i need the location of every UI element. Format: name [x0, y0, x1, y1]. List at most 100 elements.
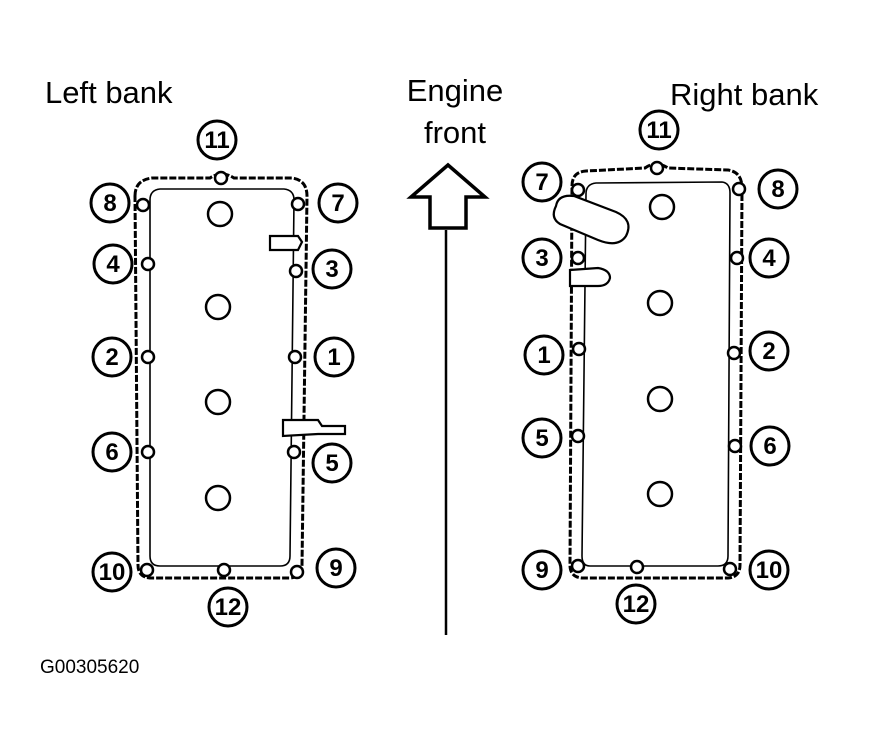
sequence-marker-1: 1 [313, 336, 355, 378]
sequence-number: 8 [103, 190, 116, 217]
sequence-number: 5 [535, 425, 548, 452]
sequence-marker-3: 3 [521, 237, 563, 279]
sequence-number: 11 [646, 117, 671, 144]
sequence-marker-circle [92, 243, 134, 285]
sequence-marker-9: 9 [315, 547, 357, 589]
plug-hole [206, 200, 234, 228]
sequence-marker-9: 9 [521, 549, 563, 591]
sequence-marker-circle [89, 182, 131, 224]
bolt-5 [570, 428, 586, 444]
bolt-1 [287, 349, 303, 365]
figure-code: G00305620 [40, 657, 139, 678]
sequence-number: 9 [535, 557, 548, 584]
sequence-marker-circle [615, 583, 657, 625]
plug-hole [646, 385, 674, 413]
right-bank-label: Right bank [670, 77, 819, 112]
sequence-number: 10 [99, 559, 126, 586]
sequence-marker-8: 8 [757, 168, 799, 210]
sequence-number: 4 [762, 245, 776, 272]
bolt-6 [727, 438, 743, 454]
sequence-number: 10 [756, 557, 783, 584]
sequence-marker-circle [311, 442, 353, 484]
sequence-marker-12: 12 [615, 583, 657, 625]
sequence-number: 11 [204, 127, 229, 154]
sequence-marker-circle [521, 237, 563, 279]
sequence-marker-11: 11 [196, 119, 238, 161]
bolt-2 [140, 349, 156, 365]
bolt-4 [140, 256, 156, 272]
bolt-11 [213, 170, 229, 186]
bolt-8 [731, 181, 747, 197]
sequence-marker-10: 10 [748, 549, 790, 591]
sequence-marker-4: 4 [748, 237, 790, 279]
sequence-number: 9 [329, 555, 342, 582]
engine-front-label-line1: Engine [407, 73, 504, 108]
sequence-marker-10: 10 [91, 551, 133, 593]
sequence-marker-circle [207, 586, 249, 628]
sequence-marker-circle [749, 425, 791, 467]
sequence-number: 12 [215, 594, 242, 621]
sequence-marker-circle [196, 119, 238, 161]
sequence-number: 7 [535, 169, 548, 196]
left-fitting-lower [281, 418, 347, 438]
sequence-marker-circle [317, 182, 359, 224]
sequence-marker-circle [521, 417, 563, 459]
bolt-4 [729, 250, 745, 266]
sequence-marker-circle [313, 336, 355, 378]
sequence-number: 1 [327, 344, 340, 371]
plug-hole [204, 388, 232, 416]
sequence-marker-3: 3 [311, 248, 353, 290]
plug-hole [204, 293, 232, 321]
bolt-12 [216, 562, 232, 578]
engine-front-label-line2: front [424, 115, 486, 150]
bolt-7 [290, 196, 306, 212]
bolt-2 [726, 345, 742, 361]
sequence-marker-circle [311, 248, 353, 290]
sequence-marker-circle [748, 330, 790, 372]
bolt-8 [135, 197, 151, 213]
right-oil-filler-cap [552, 194, 630, 245]
plug-hole [646, 480, 674, 508]
bolt-1 [571, 341, 587, 357]
sequence-marker-circle [748, 237, 790, 279]
sequence-marker-circle [91, 551, 133, 593]
sequence-number: 6 [763, 433, 776, 460]
sequence-marker-2: 2 [91, 336, 133, 378]
sequence-number: 3 [535, 245, 548, 272]
left-bank-label: Left bank [45, 75, 173, 110]
sequence-marker-11: 11 [638, 109, 680, 151]
sequence-marker-7: 7 [521, 161, 563, 203]
sequence-marker-1: 1 [523, 334, 565, 376]
bolt-3 [288, 263, 304, 279]
sequence-number: 4 [106, 251, 120, 278]
right-gasket-outline [568, 162, 744, 580]
sequence-marker-7: 7 [317, 182, 359, 224]
sequence-marker-circle [523, 334, 565, 376]
sequence-marker-circle [748, 549, 790, 591]
sequence-number: 8 [771, 176, 784, 203]
sequence-marker-circle [521, 161, 563, 203]
sequence-number: 1 [537, 342, 550, 369]
right-fitting [568, 266, 612, 288]
sequence-marker-6: 6 [749, 425, 791, 467]
sequence-marker-4: 4 [92, 243, 134, 285]
sequence-marker-2: 2 [748, 330, 790, 372]
plug-hole [646, 289, 674, 317]
sequence-number: 12 [623, 591, 650, 618]
sequence-marker-circle [638, 109, 680, 151]
left-gasket-outline [133, 172, 309, 580]
sequence-marker-circle [315, 547, 357, 589]
left-fitting-upper [268, 234, 304, 252]
sequence-number: 7 [331, 190, 344, 217]
bolt-9 [570, 558, 586, 574]
bolt-3 [570, 250, 586, 266]
sequence-number: 6 [105, 439, 118, 466]
left-gasket-inner [149, 188, 295, 567]
bolt-11 [649, 160, 665, 176]
bolt-12 [629, 559, 645, 575]
bolt-9 [289, 564, 305, 580]
bolt-10 [139, 562, 155, 578]
sequence-number: 3 [325, 256, 338, 283]
